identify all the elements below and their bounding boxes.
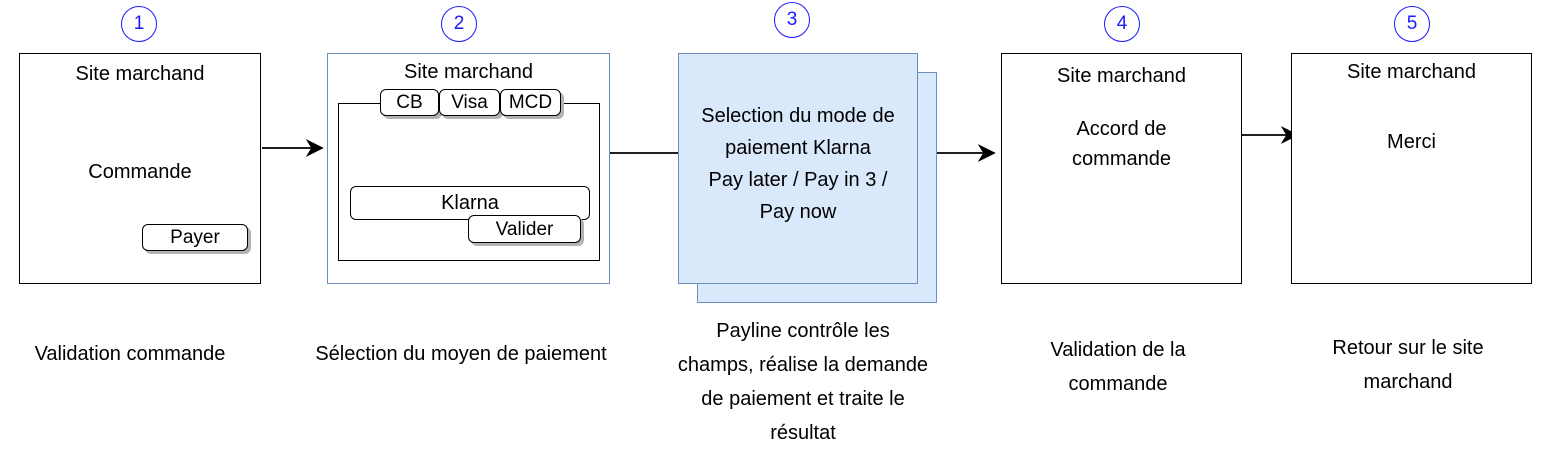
tab-cb[interactable]: CB	[380, 89, 439, 116]
tab-visa[interactable]: Visa	[439, 89, 500, 116]
step-3-caption-line: résultat	[770, 422, 836, 444]
step-4-caption-line: Validation de la	[1050, 339, 1186, 361]
step-4-number: 4	[1104, 6, 1140, 42]
step-1-body: Commande	[88, 161, 192, 183]
step-3-body-line: Pay now	[759, 201, 837, 223]
step-3-caption-line: Payline contrôle les	[716, 320, 890, 342]
step-4-body-line: Accord de	[1076, 118, 1167, 140]
step-3-body: Selection du mode de paiement Klarna Pay…	[679, 100, 917, 228]
klarna-option[interactable]: Klarna	[350, 186, 590, 220]
step-3-panel: Selection du mode de paiement Klarna Pay…	[678, 53, 918, 284]
step-5-body: Merci	[1387, 131, 1436, 153]
step-3-caption-line: de paiement et traite le	[701, 388, 905, 410]
step-5-caption: Retour sur le site marchand	[1290, 331, 1526, 399]
step-1-caption: Validation commande	[34, 343, 226, 365]
step-5-caption-line: marchand	[1363, 371, 1453, 393]
step-3-body-line: paiement Klarna	[725, 137, 871, 159]
tab-mcd[interactable]: MCD	[500, 89, 561, 116]
step-2-caption: Sélection du moyen de paiement	[315, 343, 607, 365]
step-2-title: Site marchand	[404, 61, 533, 83]
step-3-caption-line: champs, réalise la demande	[677, 354, 929, 376]
pay-button[interactable]: Payer	[142, 224, 248, 251]
payment-form: Klarna Valider	[338, 103, 600, 261]
step-3-body-line: Selection du mode de	[701, 105, 895, 127]
step-3-body-line: Pay later / Pay in 3 /	[708, 169, 888, 191]
step-1-title: Site marchand	[75, 63, 205, 85]
step-5-panel: Site marchand Merci	[1291, 53, 1532, 284]
validate-button[interactable]: Valider	[468, 215, 581, 243]
step-1-number: 1	[121, 6, 157, 42]
step-2-number: 2	[441, 6, 477, 42]
step-5-caption-line: Retour sur le site	[1332, 337, 1484, 359]
step-2-panel: Site marchand Klarna Valider CB Visa MCD	[327, 53, 610, 284]
step-4-body-line: commande	[1072, 148, 1171, 170]
step-5-title: Site marchand	[1347, 61, 1476, 83]
step-4-body: Accord de commande	[1002, 114, 1241, 174]
step-5-number: 5	[1394, 6, 1430, 42]
step-4-caption: Validation de la commande	[1000, 333, 1236, 401]
step-4-title: Site marchand	[1057, 65, 1186, 87]
step-3-number: 3	[774, 2, 810, 38]
step-1-panel: Site marchand Commande Payer	[19, 53, 261, 284]
step-4-caption-line: commande	[1068, 373, 1168, 395]
step-3-caption: Payline contrôle les champs, réalise la …	[642, 314, 964, 450]
step-4-panel: Site marchand Accord de commande	[1001, 53, 1242, 284]
